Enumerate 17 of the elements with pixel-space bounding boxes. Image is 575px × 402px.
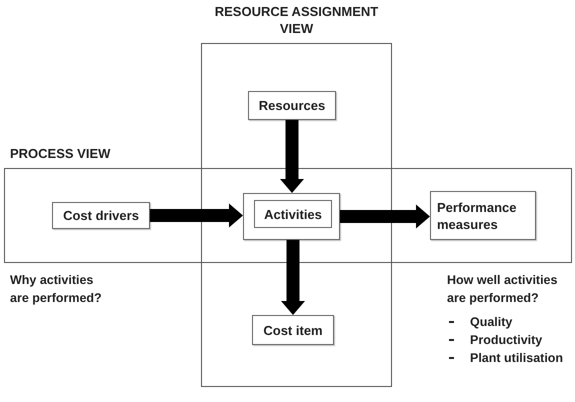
activity-frame [243,193,340,240]
view-heading: RESOURCE ASSIGNMENT VIEW [214,3,380,37]
arrow [150,204,243,228]
arrow [281,240,305,315]
arrow [340,204,430,228]
view-heading: PROCESS VIEW [10,145,110,162]
arrow [280,120,304,193]
note-text: Why activities are performed? [10,272,103,307]
bullet-text: Quality [470,314,512,331]
note-text: How well activities are performed? [447,272,558,307]
bullet-text: Plant utilisation [470,350,564,367]
concept-box: Performance measures [430,191,536,240]
concept-box: Cost drivers [52,202,150,229]
concept-box: Resources [248,91,336,120]
concept-box: Cost item [252,315,334,345]
bullet-text: Productivity [470,332,542,349]
concept-box: Activities [254,200,332,228]
